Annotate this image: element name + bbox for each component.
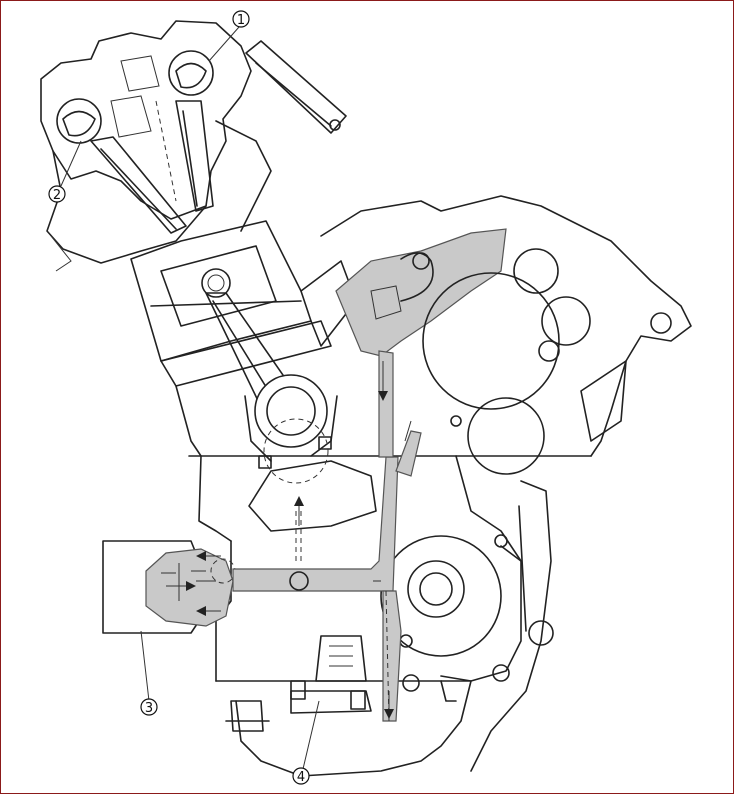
callout-3-label: 3 <box>145 701 153 716</box>
callout-1: 1 <box>232 10 250 28</box>
oil-pump-gear <box>380 535 502 657</box>
main-oil-gallery <box>232 456 399 592</box>
crankpin <box>254 374 328 448</box>
oil-filter <box>102 540 236 634</box>
callout-2: 2 <box>48 185 66 203</box>
callout-2-label: 2 <box>53 188 61 203</box>
oil-strainer <box>290 635 372 714</box>
callout-1-label: 1 <box>237 13 245 28</box>
crankcase <box>188 195 692 777</box>
gear-bore <box>422 272 560 410</box>
piston-pin <box>201 268 231 298</box>
callout-4-label: 4 <box>297 770 305 785</box>
oil-flow-arrows <box>166 361 412 719</box>
camshaft-intake <box>56 98 102 144</box>
camshaft-exhaust <box>168 50 214 96</box>
callout-3: 3 <box>140 698 158 716</box>
cylinder-block <box>130 220 357 469</box>
oil-passages <box>232 350 422 722</box>
callout-4: 4 <box>292 767 310 785</box>
leader-lines <box>60 26 320 770</box>
cylinder-head <box>40 20 347 272</box>
